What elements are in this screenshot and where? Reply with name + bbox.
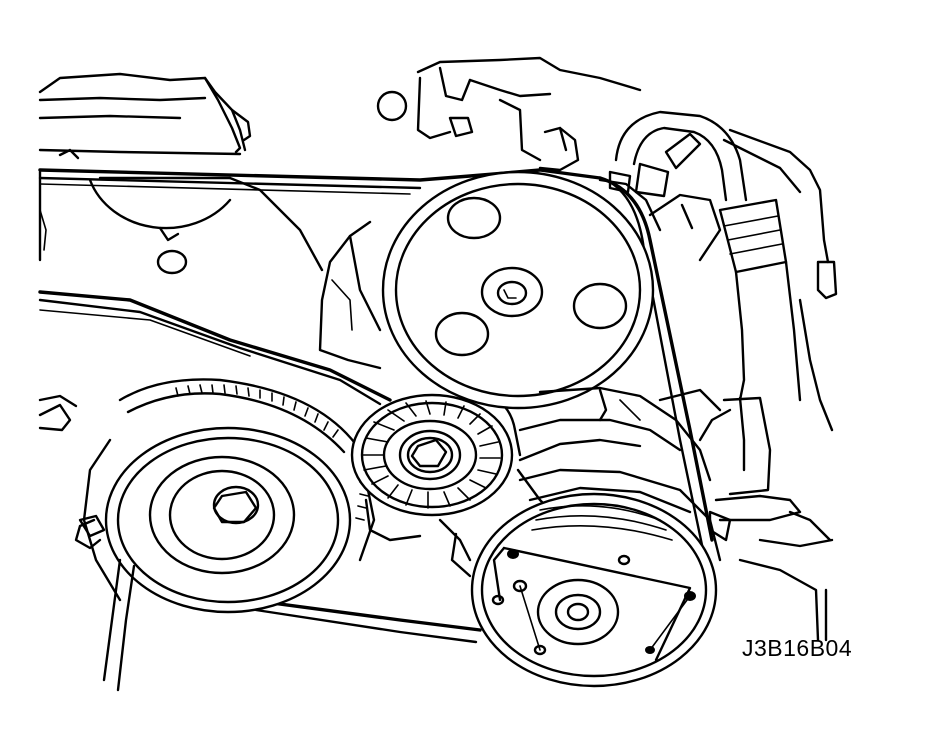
figure-code: J3B16B04 <box>742 635 853 661</box>
belt-tensioner-pulley <box>350 393 514 542</box>
power-steering-pulley <box>381 170 655 410</box>
ac-hose-assembly <box>608 110 838 542</box>
upper-mounting-bracket <box>376 56 642 172</box>
ac-compressor <box>438 468 722 688</box>
lower-left-mount <box>38 394 106 538</box>
ac-line-bracket <box>738 538 834 642</box>
